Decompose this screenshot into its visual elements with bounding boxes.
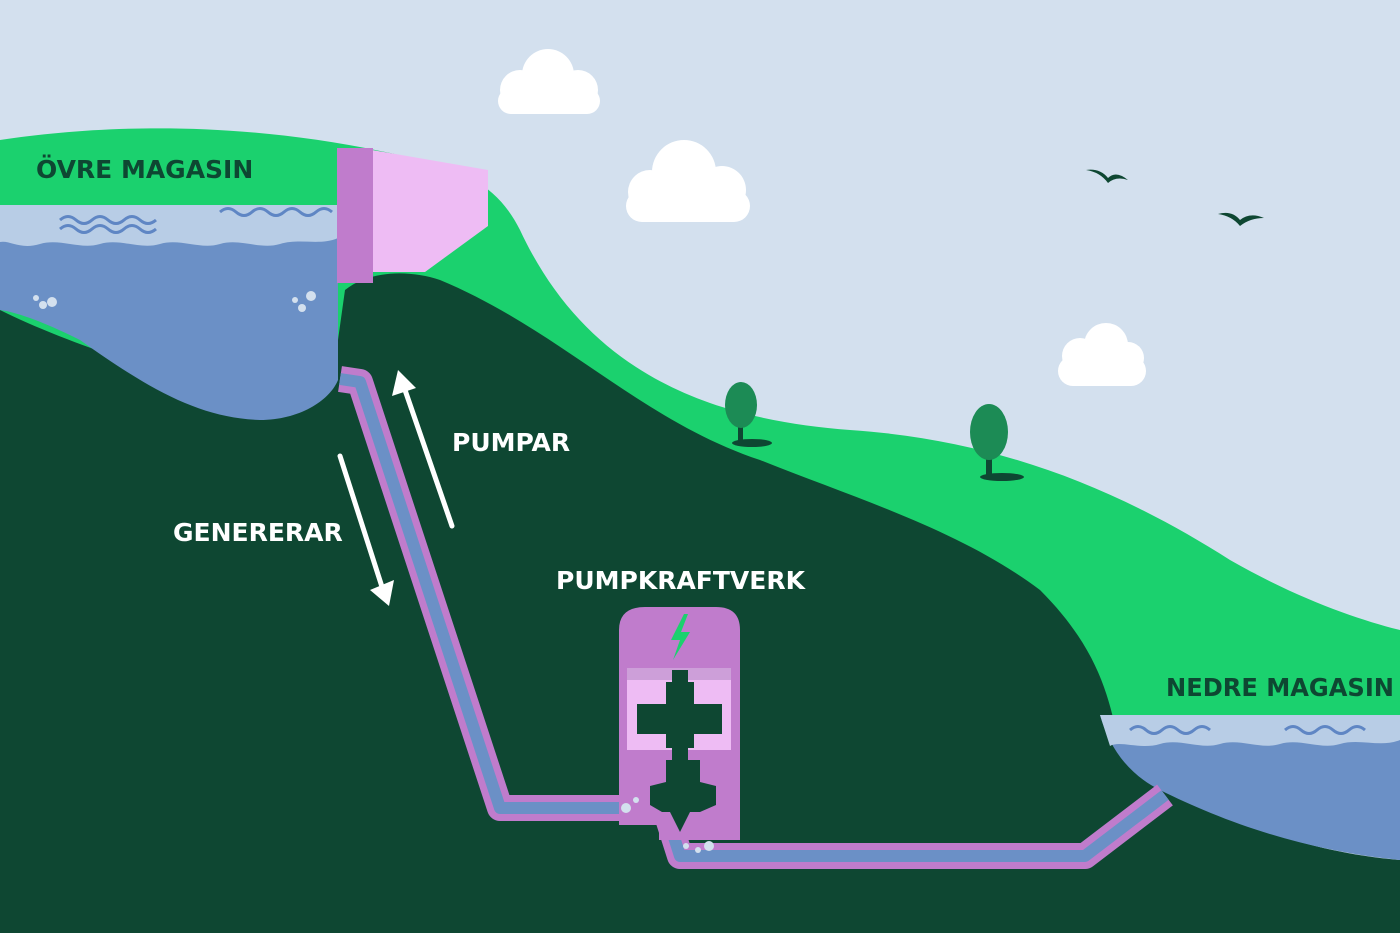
power-station <box>619 607 740 853</box>
bird-icon <box>1218 212 1264 226</box>
dam-side <box>372 150 488 272</box>
pumping-label: PUMPAR <box>452 428 570 457</box>
wave-icon <box>59 207 333 234</box>
bubbles-icon <box>33 291 316 312</box>
tree-icon <box>725 382 772 447</box>
lower-reservoir-water <box>1100 715 1400 860</box>
turbine-icon <box>637 670 722 832</box>
lightning-bolt-icon <box>671 614 690 660</box>
bird-icon <box>1086 169 1128 183</box>
upper-reservoir-label: ÖVRE MAGASIN <box>36 154 253 184</box>
wave-icon <box>1129 725 1366 735</box>
dark-ground <box>0 273 1400 933</box>
pumping-arrow <box>392 370 455 529</box>
generating-arrow <box>337 453 394 606</box>
cloud-icon <box>626 140 750 222</box>
lower-reservoir-label: NEDRE MAGASIN <box>1166 673 1394 702</box>
cloud-icon <box>498 49 600 114</box>
upper-reservoir-surface <box>0 205 338 246</box>
tree-icon <box>970 404 1024 481</box>
lower-reservoir-surface <box>1100 715 1400 746</box>
generating-label: GENERERAR <box>173 518 343 547</box>
power-plant-label: PUMPKRAFTVERK <box>556 566 807 595</box>
cloud-icon <box>1058 323 1146 386</box>
upper-reservoir-water <box>0 205 338 420</box>
dam-front <box>337 148 373 283</box>
